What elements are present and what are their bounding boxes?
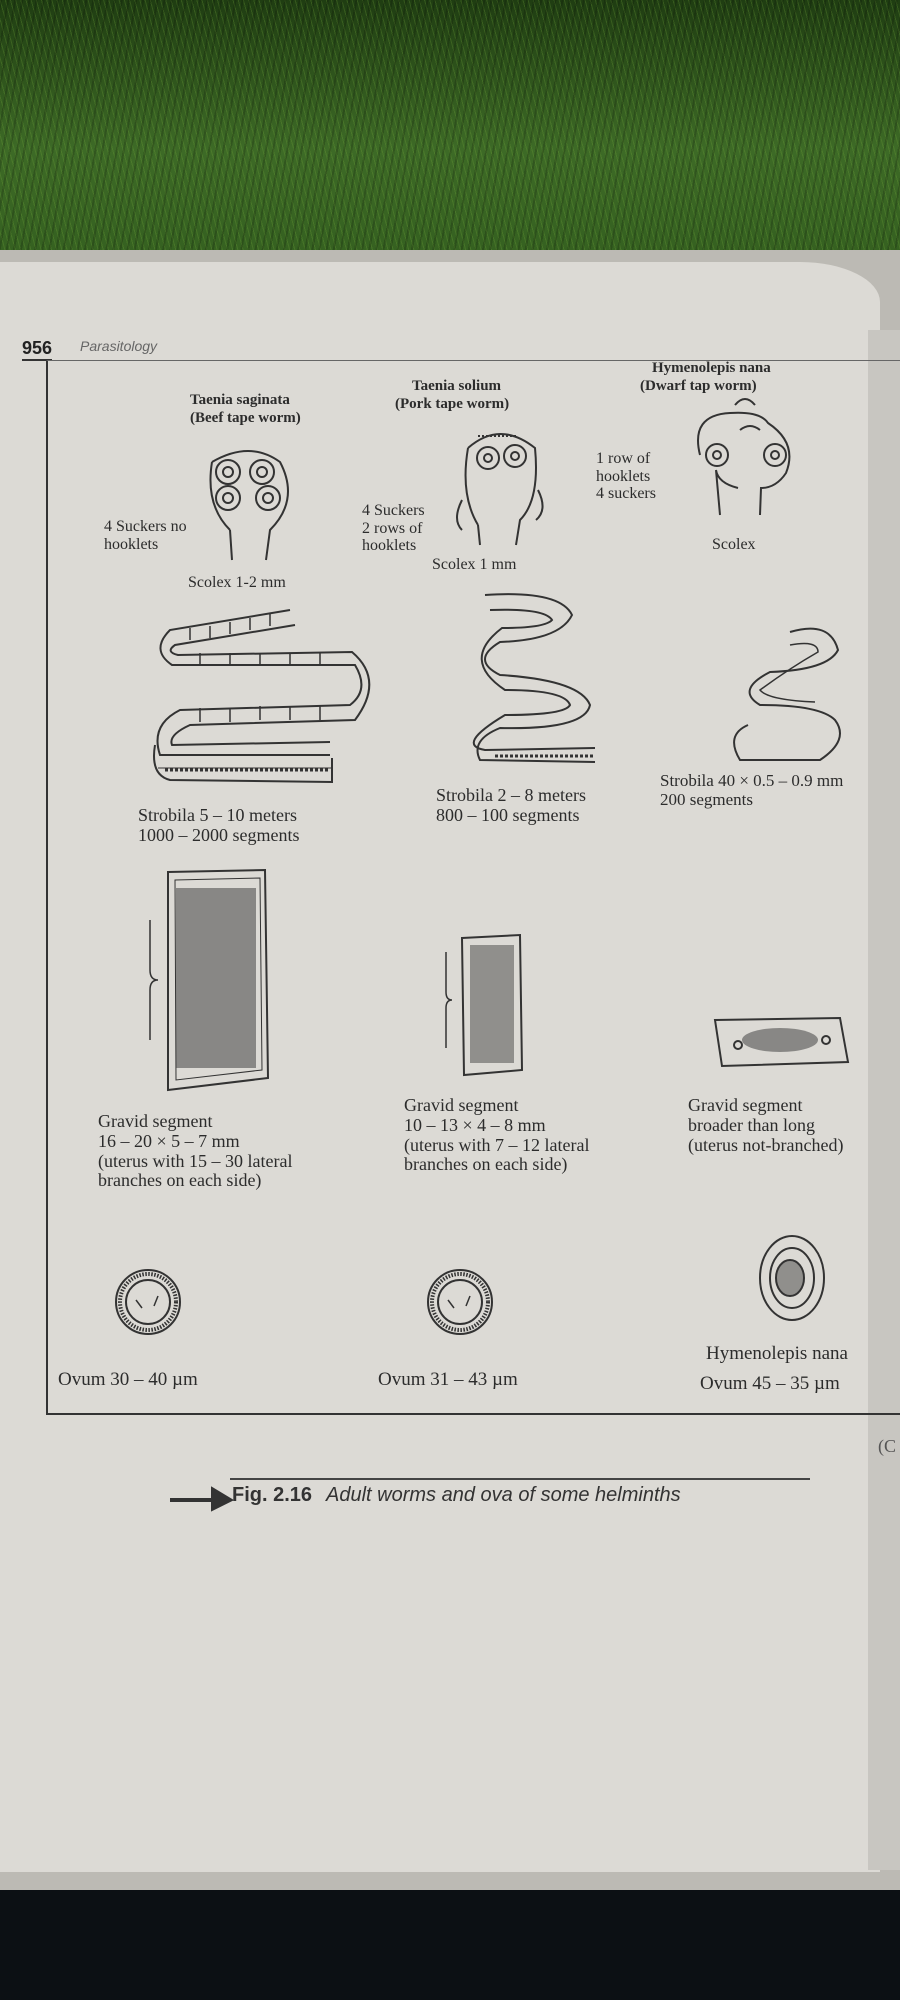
scolex-hymenolepis-drawing bbox=[697, 398, 791, 516]
book-page bbox=[0, 262, 880, 1872]
scolex-label-hymenolepis: Scolex bbox=[712, 536, 756, 553]
figure-number: Fig. 2.16 bbox=[232, 1484, 313, 1506]
scolex-note-saginata: 4 Suckers no hooklets bbox=[104, 518, 187, 553]
book-title: Parasitology bbox=[80, 338, 158, 354]
strobila-label-hymenolepis: Strobila 40 × 0.5 – 0.9 mm 200 segments bbox=[660, 771, 844, 809]
scolex-note-hymenolepis: 1 row of hooklets 4 suckers bbox=[596, 450, 656, 503]
scolex-note-solium: 4 Suckers 2 rows of hooklets bbox=[362, 502, 425, 555]
ovum-saginata-drawing bbox=[115, 1269, 181, 1335]
gravid-label-solium: Gravid segment 10 – 13 × 4 – 8 mm (uteru… bbox=[404, 1095, 590, 1175]
scolex-saginata-drawing bbox=[209, 450, 289, 561]
common-name-pork: (Pork tape worm) bbox=[395, 396, 510, 412]
gravid-segment-solium-drawing bbox=[445, 933, 524, 1077]
caption-rule bbox=[230, 1478, 810, 1480]
ovum-label-solium: Ovum 31 – 43 µm bbox=[378, 1369, 518, 1390]
strobila-solium-drawing bbox=[472, 593, 596, 763]
continued-marker: (C bbox=[878, 1436, 896, 1456]
ovum-solium-drawing bbox=[427, 1269, 493, 1335]
next-page-edge bbox=[868, 330, 900, 1870]
scolex-solium-drawing bbox=[456, 433, 544, 546]
species-name-taenia-saginata: Taenia saginata bbox=[190, 392, 290, 408]
strobila-label-solium: Strobila 2 – 8 meters 800 – 100 segments bbox=[436, 785, 586, 825]
species-name-hymenolepis: Hymenolepis nana bbox=[652, 360, 771, 376]
figure-caption-text: Adult worms and ova of some helminths bbox=[326, 1484, 681, 1506]
scolex-label-solium: Scolex 1 mm bbox=[432, 556, 517, 573]
strobila-saginata-drawing bbox=[153, 609, 371, 784]
ovum-label-hymenolepis: Ovum 45 – 35 µm bbox=[700, 1373, 840, 1394]
species-name-taenia-solium: Taenia solium bbox=[412, 378, 502, 394]
gravid-segment-saginata-drawing bbox=[149, 868, 270, 1092]
common-name-beef: (Beef tape worm) bbox=[190, 410, 301, 426]
ovum-species-hymenolepis: Hymenolepis nana bbox=[706, 1343, 848, 1364]
ovum-hymenolepis-drawing bbox=[759, 1235, 825, 1321]
strobila-hymenolepis-drawing bbox=[733, 627, 841, 761]
gravid-label-saginata: Gravid segment 16 – 20 × 5 – 7 mm (uteru… bbox=[98, 1111, 293, 1191]
ovum-label-saginata: Ovum 30 – 40 µm bbox=[58, 1369, 198, 1390]
caption-arrow-icon bbox=[170, 1486, 235, 1512]
figure-caption: Fig. 2.16 Adult worms and ova of some hel… bbox=[232, 1484, 681, 1507]
gravid-label-hymenolepis: Gravid segment broader than long (uterus… bbox=[688, 1095, 844, 1155]
scolex-label-saginata: Scolex 1-2 mm bbox=[188, 574, 286, 591]
page-number: 956 bbox=[22, 338, 53, 361]
gravid-segment-hymenolepis-drawing bbox=[713, 1016, 850, 1068]
figure-frame bbox=[46, 360, 900, 1415]
common-name-dwarf: (Dwarf tap worm) bbox=[640, 378, 757, 394]
strobila-label-saginata: Strobila 5 – 10 meters 1000 – 2000 segme… bbox=[138, 805, 300, 845]
